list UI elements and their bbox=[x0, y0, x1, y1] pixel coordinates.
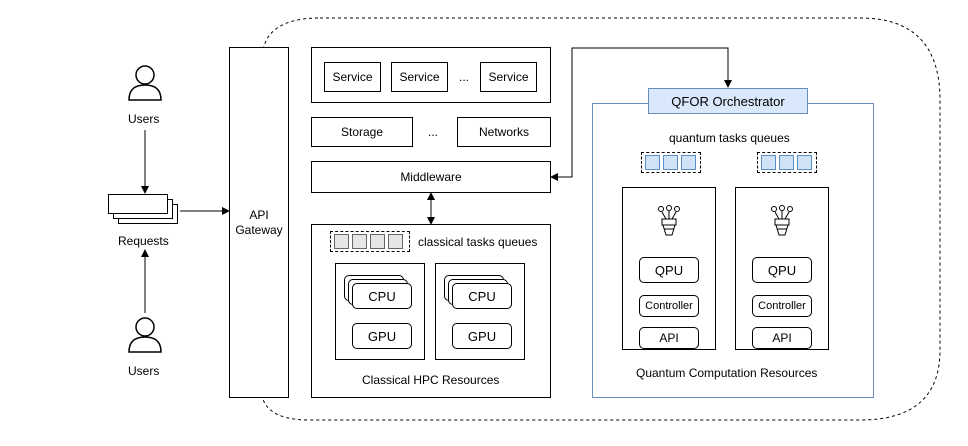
gpu-box: GPU bbox=[352, 323, 412, 349]
api-gateway: API Gateway bbox=[229, 47, 289, 398]
qpu-box: QPU bbox=[639, 257, 699, 283]
api-box: API bbox=[639, 327, 699, 349]
classical-queues-label: classical tasks queues bbox=[418, 235, 538, 249]
cpu-box: CPU bbox=[452, 283, 512, 309]
queue-slot bbox=[761, 155, 776, 170]
storage-box: Storage bbox=[311, 117, 413, 147]
quantum-chip-icon bbox=[658, 205, 680, 236]
controller-box: Controller bbox=[639, 295, 699, 317]
api-box: API bbox=[752, 327, 812, 349]
networks-box: Networks bbox=[457, 117, 551, 147]
classical-hpc-label: Classical HPC Resources bbox=[362, 373, 500, 387]
cpu-box: CPU bbox=[352, 283, 412, 309]
queue-slot bbox=[352, 234, 367, 249]
quantum-queue bbox=[757, 152, 817, 173]
users-label-top: Users bbox=[128, 112, 160, 126]
service-box: Service bbox=[480, 62, 537, 92]
queue-slot bbox=[370, 234, 385, 249]
storage-ellipsis: ... bbox=[428, 125, 439, 139]
user-icon bbox=[128, 65, 162, 101]
quantum-queues-label: quantum tasks queues bbox=[669, 131, 790, 145]
queue-slot bbox=[334, 234, 349, 249]
qfor-orchestrator: QFOR Orchestrator bbox=[648, 88, 808, 114]
qpu-box: QPU bbox=[752, 257, 812, 283]
queue-slot bbox=[645, 155, 660, 170]
gpu-box: GPU bbox=[452, 323, 512, 349]
request-stack-front bbox=[108, 194, 168, 214]
service-box: Service bbox=[324, 62, 381, 92]
users-label-bottom: Users bbox=[128, 364, 160, 378]
middleware-box: Middleware bbox=[311, 161, 551, 193]
user-icon bbox=[128, 317, 162, 353]
quantum-chip-icon bbox=[771, 205, 793, 236]
queue-slot bbox=[681, 155, 696, 170]
queue-slot bbox=[779, 155, 794, 170]
queue-slot bbox=[388, 234, 403, 249]
queue-slot bbox=[797, 155, 812, 170]
services-ellipsis: ... bbox=[459, 70, 470, 84]
requests-label: Requests bbox=[118, 234, 169, 248]
classical-queue bbox=[330, 231, 410, 252]
quantum-resources-label: Quantum Computation Resources bbox=[636, 366, 818, 380]
controller-box: Controller bbox=[752, 295, 812, 317]
quantum-queue bbox=[641, 152, 701, 173]
service-box: Service bbox=[391, 62, 448, 92]
queue-slot bbox=[663, 155, 678, 170]
